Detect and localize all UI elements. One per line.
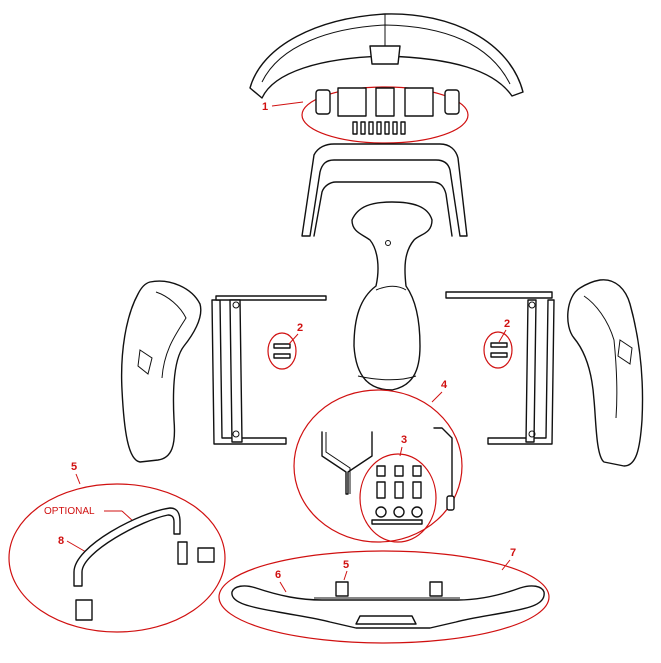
left-side-frame-part xyxy=(211,295,327,445)
bolts-left xyxy=(273,343,291,359)
fastener-set xyxy=(371,465,423,525)
callout-7: 7 xyxy=(510,547,516,559)
seat-part xyxy=(351,201,433,391)
callout-5-left: 5 xyxy=(71,461,77,473)
l-rod-part xyxy=(433,427,455,511)
callout-2-right: 2 xyxy=(504,318,510,330)
optional-label: OPTIONAL xyxy=(44,506,95,517)
group-ellipse-1 xyxy=(301,86,469,144)
callout-3: 3 xyxy=(401,434,407,446)
callout-1: 1 xyxy=(262,101,268,113)
group-ellipse-3 xyxy=(359,453,437,543)
bolt-row xyxy=(352,121,406,135)
group-ellipse-4 xyxy=(293,389,463,543)
handle-bar-part xyxy=(73,507,181,587)
front-cowl-part xyxy=(249,13,524,99)
right-side-panel-part xyxy=(567,279,644,467)
handle-bracket-part xyxy=(75,541,215,621)
left-side-panel-part xyxy=(120,280,202,463)
hardware-group-1 xyxy=(301,86,469,144)
group-ellipse-2-right xyxy=(483,331,513,369)
bolts-right xyxy=(490,342,508,358)
callout-5-bottom: 5 xyxy=(343,559,349,571)
callout-4: 4 xyxy=(441,379,448,391)
y-bracket-part xyxy=(321,431,373,495)
group-ellipse-optional xyxy=(8,483,226,633)
callout-8: 8 xyxy=(58,535,64,547)
group-ellipse-2-left xyxy=(267,332,297,370)
callout-6: 6 xyxy=(275,569,281,581)
rear-bumper-part xyxy=(231,581,545,629)
right-side-frame-part xyxy=(445,291,555,445)
callout-2-left: 2 xyxy=(297,322,303,334)
group-ellipse-7 xyxy=(218,550,550,644)
